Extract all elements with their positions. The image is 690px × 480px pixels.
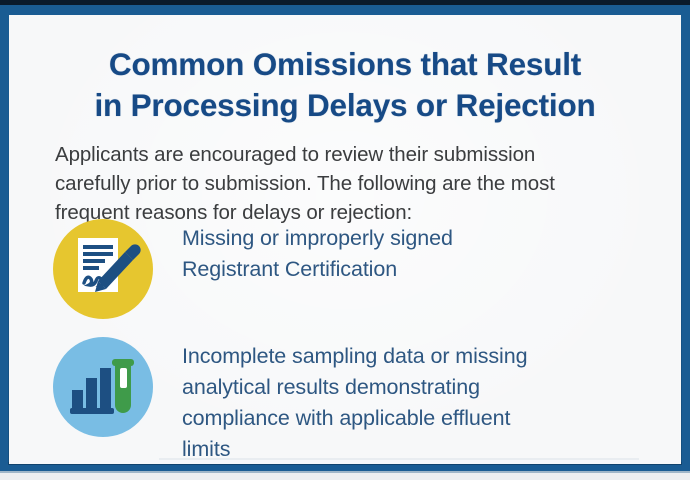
bullet-text-2: Incomplete sampling data or missing anal… xyxy=(182,341,528,464)
top-letterbox-band xyxy=(0,0,690,7)
bullet-text-1: Missing or improperly signed Registrant … xyxy=(182,223,453,285)
page-title-line-2: in Processing Delays or Rejection xyxy=(94,87,596,124)
bar-chart-test-tube-icon xyxy=(70,359,134,414)
signed-document-icon xyxy=(78,238,141,292)
list-item: Missing or improperly signed Registrant … xyxy=(9,211,681,329)
intro-line-1: Applicants are encouraged to review thei… xyxy=(55,142,536,166)
bullet-2-line-4: limits xyxy=(182,437,231,461)
list-item: Incomplete sampling data or missing anal… xyxy=(9,329,681,461)
page-title-line-1: Common Omissions that Result xyxy=(108,46,582,83)
slide-canvas: Common Omissions that Result in Processi… xyxy=(9,15,681,464)
bottom-seam-edge xyxy=(0,471,690,473)
bottom-seam xyxy=(0,473,690,480)
bullet-1-line-1: Missing or improperly signed xyxy=(182,226,453,250)
bullet-2-line-3: compliance with applicable effluent xyxy=(182,406,511,430)
bullet-2-line-2: analytical results demonstrating xyxy=(182,375,480,399)
bullet-icon-wrapper-2 xyxy=(53,329,160,437)
bullet-icon-wrapper-1 xyxy=(53,211,160,319)
bullet-1-line-2: Registrant Certification xyxy=(182,257,398,281)
video-scanline-artifact xyxy=(159,458,639,460)
page-title: Common Omissions that Result in Processi… xyxy=(9,44,681,126)
intro-line-2: carefully prior to submission. The follo… xyxy=(55,171,555,195)
intro-line-3: frequent reasons for delays or rejection… xyxy=(55,200,413,224)
bullet-list: Missing or improperly signed Registrant … xyxy=(9,211,681,461)
bullet-2-line-1: Incomplete sampling data or missing xyxy=(182,344,528,368)
intro-paragraph: Applicants are encouraged to review thei… xyxy=(55,140,665,227)
